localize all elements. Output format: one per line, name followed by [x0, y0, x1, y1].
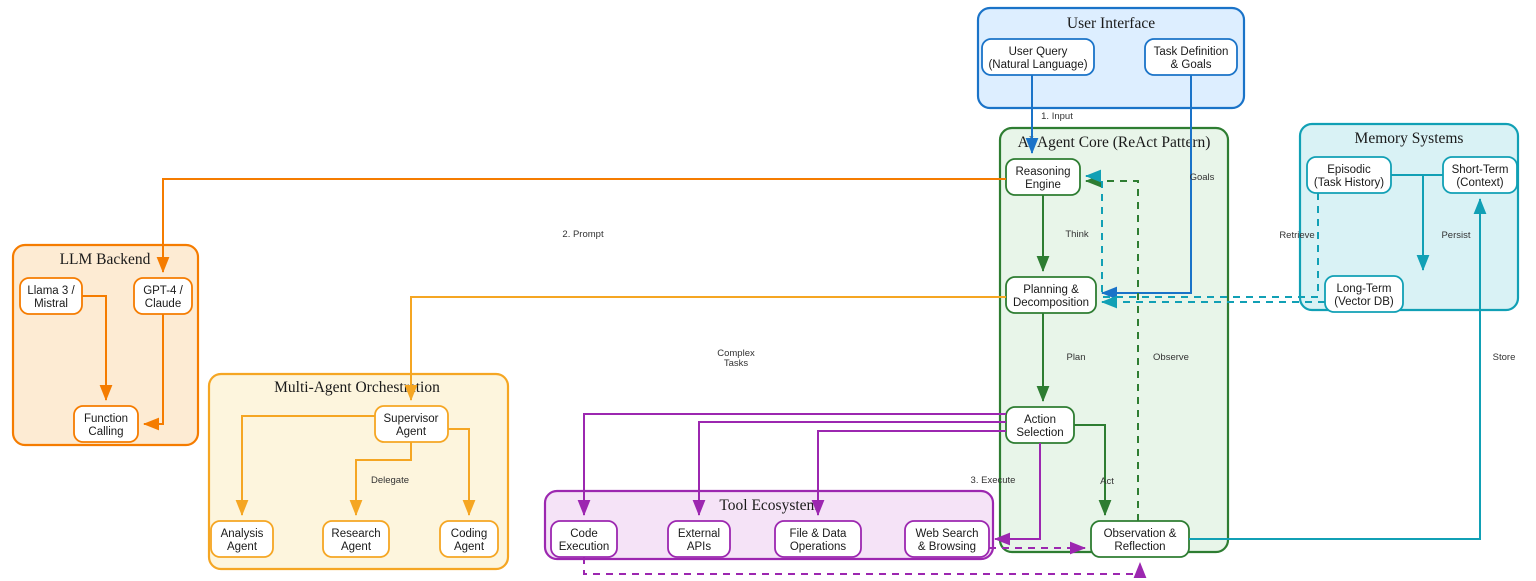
cluster-title-tool-ecosystem: Tool Ecosystem — [719, 497, 818, 514]
node-task-definition-line1: Task Definition — [1154, 46, 1229, 58]
node-long-term-line2: (Vector DB) — [1334, 296, 1394, 308]
node-code-execution[interactable]: Code Execution — [550, 520, 618, 558]
cluster-title-llm-backend: LLM Backend — [60, 251, 151, 268]
edge-label-think: Think — [1065, 229, 1088, 240]
edge-supervisor-to-coding — [448, 428, 476, 516]
edge-episodic-to-reasoning-retrieve — [1085, 169, 1319, 298]
edge-gpt4-to-function-calling — [143, 314, 164, 431]
node-coding-agent-line1: Coding — [451, 528, 487, 540]
node-function-calling[interactable]: Function Calling — [73, 405, 139, 443]
node-observation-reflection[interactable]: Observation & Reflection — [1090, 520, 1190, 558]
node-coding-agent-line2: Agent — [454, 541, 485, 553]
node-supervisor-line2: Agent — [396, 426, 427, 438]
edge-observation-to-reasoning — [1085, 174, 1139, 521]
node-function-calling-line2: Calling — [88, 426, 123, 438]
node-file-data-operations[interactable]: File & Data Operations — [774, 520, 862, 558]
edge-label-act: Act — [1100, 476, 1114, 487]
node-gpt4-claude[interactable]: GPT-4 / Claude — [133, 277, 193, 315]
node-llama-line2: Mistral — [34, 298, 68, 310]
node-short-term[interactable]: Short-Term (Context) — [1442, 156, 1518, 194]
node-reasoning-engine[interactable]: Reasoning Engine — [1005, 158, 1081, 196]
edge-task-definition-to-planning — [1101, 75, 1192, 300]
node-long-term-line1: Long-Term — [1337, 283, 1392, 295]
node-supervisor-agent[interactable]: Supervisor Agent — [374, 405, 449, 443]
node-observation-line1: Observation & — [1104, 528, 1177, 540]
edge-action-to-code-execution — [577, 413, 1006, 516]
edge-action-to-file-data — [811, 430, 1006, 516]
cluster-title-ai-agent-core: AI Agent Core (ReAct Pattern) — [1018, 134, 1211, 151]
cluster-title-user-interface: User Interface — [1067, 15, 1155, 32]
edge-code-execution-to-observation — [583, 557, 1147, 578]
node-web-search[interactable]: Web Search & Browsing — [904, 520, 990, 558]
node-observation-line2: Reflection — [1114, 541, 1165, 553]
node-gpt4-line1: GPT-4 / — [143, 285, 183, 297]
node-coding-agent[interactable]: Coding Agent — [439, 520, 499, 558]
node-episodic-line1: Episodic — [1327, 164, 1371, 176]
node-user-query-line1: User Query — [1009, 46, 1068, 58]
node-episodic[interactable]: Episodic (Task History) — [1306, 156, 1392, 194]
node-supervisor-line1: Supervisor — [384, 413, 439, 425]
cluster-user-interface: User Interface — [976, 6, 1246, 110]
node-external-apis-line1: External — [678, 528, 720, 540]
node-analysis-agent-line2: Agent — [227, 541, 258, 553]
edge-supervisor-to-research — [349, 442, 412, 516]
node-task-definition[interactable]: Task Definition & Goals — [1144, 38, 1238, 76]
node-analysis-agent-line1: Analysis — [221, 528, 264, 540]
cluster-tool-ecosystem: Tool Ecosystem — [543, 489, 995, 561]
edge-planning-to-supervisor — [404, 296, 1006, 401]
edge-label-complex-2: Tasks — [724, 358, 749, 369]
edge-observation-to-shortterm-store — [1189, 198, 1487, 540]
node-file-data-line2: Operations — [790, 541, 847, 553]
node-reasoning-engine-line1: Reasoning — [1016, 166, 1071, 178]
edge-label-retrieve: Retrieve — [1279, 230, 1314, 241]
node-short-term-line2: (Context) — [1456, 177, 1503, 189]
edge-label-persist: Persist — [1441, 230, 1470, 241]
edge-action-to-observation — [1074, 424, 1112, 516]
node-file-data-line1: File & Data — [790, 528, 847, 540]
node-task-definition-line2: & Goals — [1171, 59, 1212, 71]
node-reasoning-engine-line2: Engine — [1025, 179, 1061, 191]
node-llama-line1: Llama 3 / — [27, 285, 75, 297]
node-gpt4-line2: Claude — [145, 298, 181, 310]
node-external-apis-line2: APIs — [687, 541, 712, 553]
node-action-selection-line1: Action — [1024, 414, 1056, 426]
edge-label-input: 1. Input — [1041, 111, 1073, 122]
node-function-calling-line1: Function — [84, 413, 128, 425]
node-long-term[interactable]: Long-Term (Vector DB) — [1324, 275, 1404, 313]
edge-label-plan: Plan — [1066, 352, 1085, 363]
node-analysis-agent[interactable]: Analysis Agent — [210, 520, 274, 558]
edge-llama-to-function-calling — [82, 295, 113, 401]
cluster-title-orchestration: Multi-Agent Orchestration — [274, 379, 440, 396]
edge-label-prompt: 2. Prompt — [562, 229, 604, 240]
node-planning-line2: Decomposition — [1013, 297, 1089, 309]
node-code-execution-line1: Code — [570, 528, 598, 540]
edge-reasoning-to-gpt4 — [156, 178, 1006, 273]
node-episodic-line2: (Task History) — [1314, 177, 1384, 189]
edge-label-execute: 3. Execute — [971, 475, 1016, 486]
edge-label-store: Store — [1493, 352, 1516, 363]
node-external-apis[interactable]: External APIs — [667, 520, 731, 558]
edge-label-goals: Goals — [1190, 172, 1215, 183]
node-web-search-line1: Web Search — [915, 528, 978, 540]
node-planning-line1: Planning & — [1023, 284, 1079, 296]
node-research-agent-line1: Research — [331, 528, 380, 540]
node-short-term-line1: Short-Term — [1452, 164, 1509, 176]
node-user-query[interactable]: User Query (Natural Language) — [981, 38, 1095, 76]
edge-supervisor-to-analysis — [235, 415, 375, 516]
node-code-execution-line2: Execution — [559, 541, 610, 553]
edge-label-complex-1: Complex — [717, 348, 755, 359]
edge-label-observe: Observe — [1153, 352, 1189, 363]
cluster-title-memory-systems: Memory Systems — [1355, 130, 1464, 147]
node-llama-mistral[interactable]: Llama 3 / Mistral — [19, 277, 83, 315]
edge-action-to-web-search — [994, 443, 1041, 546]
node-action-selection[interactable]: Action Selection — [1005, 406, 1075, 444]
node-action-selection-line2: Selection — [1016, 427, 1063, 439]
node-research-agent[interactable]: Research Agent — [322, 520, 390, 558]
node-planning-decomposition[interactable]: Planning & Decomposition — [1005, 276, 1097, 314]
node-research-agent-line2: Agent — [341, 541, 372, 553]
node-user-query-line2: (Natural Language) — [988, 59, 1087, 71]
edge-action-to-external-apis — [692, 421, 1006, 516]
node-web-search-line2: & Browsing — [918, 541, 976, 553]
edge-label-delegate: Delegate — [371, 475, 409, 486]
